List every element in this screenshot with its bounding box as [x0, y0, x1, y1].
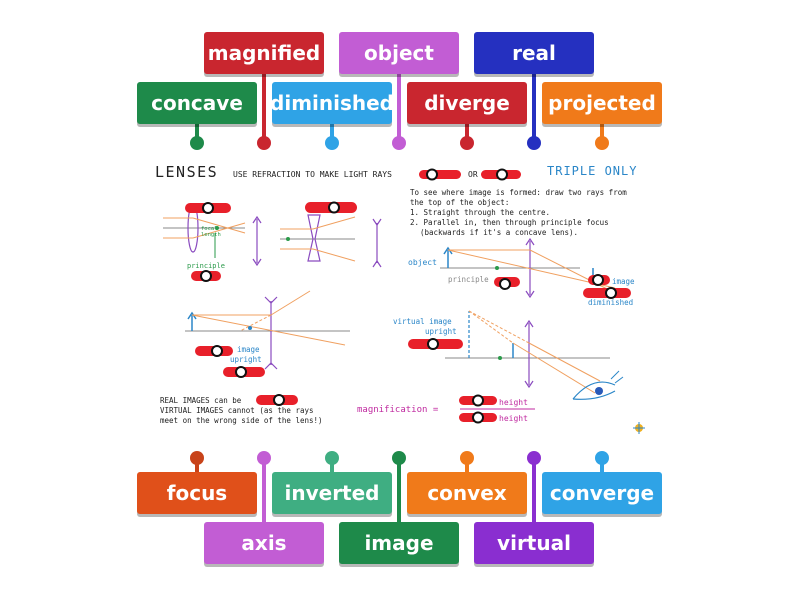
focal-label: length	[201, 232, 221, 238]
instruction-line: (backwards if it's a concave lens).	[420, 228, 578, 237]
pin-line-converge	[600, 458, 604, 476]
pin-dot-diverge	[460, 136, 474, 150]
instruction-line: To see where image is formed: draw two r…	[410, 188, 627, 197]
pin-dot-virtual	[527, 451, 541, 465]
drop-zone[interactable]	[191, 270, 221, 282]
virtual-image-label: virtual image	[393, 317, 452, 326]
tile-concave[interactable]: concave	[137, 82, 257, 124]
pin-line-diverge	[465, 120, 469, 142]
drop-zone[interactable]	[195, 345, 233, 357]
diagram-title: LENSES	[155, 163, 218, 181]
triple-only: TRIPLE ONLY	[547, 164, 637, 178]
wrong-side-text: meet on the wrong side of the lens!)	[160, 416, 323, 425]
tile-diminished[interactable]: diminished	[270, 82, 394, 124]
pin-dot-axis	[257, 451, 271, 465]
drop-zone[interactable]	[305, 201, 357, 214]
pin-dot-diminished	[325, 136, 339, 150]
pin-line-virtual	[532, 458, 536, 528]
diminished-label: diminished	[588, 298, 633, 307]
pin-line-real	[532, 70, 536, 142]
pin-dot-focus	[190, 451, 204, 465]
instruction-line: the top of the object:	[410, 198, 509, 207]
pin-dot-projected	[595, 136, 609, 150]
tile-projected[interactable]: projected	[542, 82, 662, 124]
drop-zone[interactable]	[408, 338, 463, 350]
tile-converge[interactable]: converge	[542, 472, 662, 514]
concave-lens-diagram	[280, 214, 382, 268]
pin-line-image	[397, 458, 401, 528]
principle-label: principle	[187, 262, 225, 270]
pin-dot-concave	[190, 136, 204, 150]
image-label: image	[612, 277, 635, 286]
real-image-diagram: object principle image diminished	[408, 237, 635, 307]
pin-dot-magnified	[257, 136, 271, 150]
tile-image[interactable]: image	[339, 522, 459, 564]
virtual-images-text: VIRTUAL IMAGES cannot (as the rays	[160, 406, 314, 415]
pin-line-projected	[600, 120, 604, 142]
drop-zone[interactable]	[459, 394, 497, 407]
diagram-subtitle: USE REFRACTION TO MAKE LIGHT RAYS	[233, 170, 392, 179]
pin-line-magnified	[262, 70, 266, 142]
logo-icon	[633, 422, 645, 434]
drop-zone[interactable]	[223, 366, 265, 378]
tile-magnified[interactable]: magnified	[204, 32, 324, 74]
pin-dot-converge	[595, 451, 609, 465]
tile-axis[interactable]: axis	[204, 522, 324, 564]
drop-zone[interactable]	[588, 274, 610, 286]
object-label: object	[408, 258, 437, 267]
pin-line-object	[397, 70, 401, 142]
convex-lens-diagram: focal length principle	[163, 203, 262, 270]
real-images-text: REAL IMAGES can be	[160, 396, 242, 405]
upright-label: upright	[230, 355, 262, 364]
drop-zone[interactable]	[185, 202, 231, 214]
concave-image-diagram: image upright	[185, 290, 350, 370]
focal-label: focal	[201, 226, 218, 232]
pin-dot-image	[392, 451, 406, 465]
drop-zone[interactable]	[481, 168, 521, 181]
drop-zone[interactable]	[494, 277, 520, 290]
drop-zone[interactable]	[419, 168, 461, 181]
drop-zone[interactable]	[583, 287, 631, 299]
height-label: height	[499, 398, 528, 407]
pin-line-concave	[195, 120, 199, 142]
tile-convex[interactable]: convex	[407, 472, 527, 514]
pin-line-inverted	[330, 458, 334, 476]
tile-object[interactable]: object	[339, 32, 459, 74]
pin-dot-convex	[460, 451, 474, 465]
pin-line-axis	[262, 458, 266, 528]
principle-label-2: principle	[448, 275, 489, 284]
upright-label-2: upright	[425, 327, 457, 336]
pin-dot-object	[392, 136, 406, 150]
tile-focus[interactable]: focus	[137, 472, 257, 514]
tile-real[interactable]: real	[474, 32, 594, 74]
magnifier-diagram: virtual image upright	[393, 310, 624, 400]
pin-dot-real	[527, 136, 541, 150]
pin-line-convex	[465, 458, 469, 476]
tile-virtual[interactable]: virtual	[474, 522, 594, 564]
pin-line-diminished	[330, 120, 334, 142]
diagram-or: OR	[468, 170, 478, 179]
image-label-2: image	[237, 345, 260, 354]
drop-zone[interactable]	[256, 394, 298, 406]
pin-line-focus	[195, 458, 199, 476]
tile-inverted[interactable]: inverted	[272, 472, 392, 514]
tile-diverge[interactable]: diverge	[407, 82, 527, 124]
pin-dot-inverted	[325, 451, 339, 465]
magnification-label: magnification =	[357, 405, 439, 415]
height-label: height	[499, 414, 528, 423]
instruction-line: 2. Parallel in, then through principle f…	[410, 218, 609, 227]
lenses-diagram: LENSES USE REFRACTION TO MAKE LIGHT RAYS…	[145, 153, 655, 443]
drop-zone[interactable]	[459, 411, 497, 424]
instruction-line: 1. Straight through the centre.	[410, 208, 550, 217]
